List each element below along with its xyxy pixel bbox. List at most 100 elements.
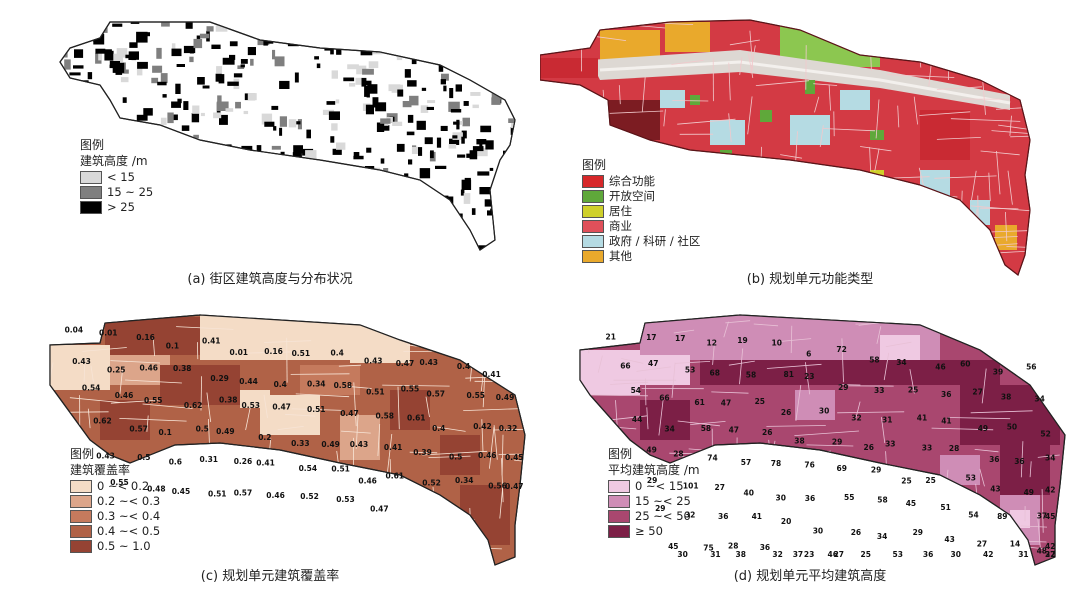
boundary-line	[887, 467, 892, 507]
unit-value-label: 23	[804, 550, 814, 559]
unit-value-label: 34	[1034, 394, 1044, 403]
boundary-line	[280, 484, 348, 491]
legend-label: ≥ 50	[635, 524, 663, 538]
unit-value-label: 0.44	[239, 377, 258, 386]
unit-value-label: 54	[631, 386, 641, 395]
building-footprint	[181, 125, 190, 131]
building-footprint	[463, 101, 469, 106]
boundary-line	[204, 523, 263, 529]
unit-value-label: 0.53	[242, 401, 261, 410]
building-footprint	[69, 72, 81, 76]
building-footprint	[68, 136, 76, 145]
unit-value-label: 30	[819, 407, 829, 416]
boundary-line	[838, 384, 861, 386]
boundary-line	[697, 498, 735, 503]
boundary-line	[728, 113, 732, 142]
boundary-line	[646, 407, 649, 430]
building-footprint	[391, 45, 402, 55]
unit-value-label: 47	[729, 426, 739, 435]
building-footprint	[188, 165, 197, 173]
boundary-line	[814, 96, 820, 113]
building-footprint	[231, 206, 237, 217]
building-footprint	[380, 23, 386, 28]
legend-label: 其他	[609, 249, 632, 263]
building-footprint	[227, 81, 239, 86]
legend-subtitle: 建筑高度 /m	[80, 154, 148, 168]
building-footprint	[418, 147, 423, 156]
legend-item: 综合功能	[582, 174, 700, 189]
boundary-line	[883, 352, 890, 381]
building-footprint	[193, 134, 199, 139]
boundary-line	[489, 426, 495, 469]
unit-value-label: 0.6	[169, 458, 182, 467]
boundary-line	[501, 458, 504, 503]
boundary-line	[805, 362, 811, 395]
building-footprint	[471, 208, 476, 215]
unit-value-label: 0.49	[496, 393, 515, 402]
building-footprint	[424, 240, 430, 250]
building-footprint	[303, 32, 311, 37]
building-footprint	[293, 145, 303, 154]
building-footprint	[489, 167, 494, 171]
building-footprint	[438, 62, 444, 72]
boundary-line	[392, 513, 458, 519]
unit-value-label: 81	[784, 370, 794, 379]
building-footprint	[166, 173, 173, 184]
unit-value-label: 45	[906, 499, 916, 508]
boundary-line	[991, 130, 1030, 136]
legend-label: > 25	[107, 200, 135, 214]
unit-value-label: 33	[874, 386, 884, 395]
caption-b: (b) 规划单元功能类型	[746, 272, 874, 287]
building-footprint	[457, 59, 461, 69]
map-a-building-height	[59, 21, 516, 251]
boundary-line	[936, 137, 981, 140]
building-footprint	[105, 132, 112, 136]
building-footprint	[409, 191, 415, 195]
coverage-units	[50, 315, 510, 545]
boundary-line	[1029, 461, 1032, 478]
building-footprint	[383, 168, 389, 178]
building-footprint	[497, 44, 506, 55]
building-footprint	[60, 198, 70, 205]
building-footprint	[460, 189, 465, 196]
building-footprint	[158, 151, 170, 160]
legend-label: 0.4 ~< 0.5	[97, 524, 161, 538]
building-footprint	[469, 150, 478, 160]
unit-value-label: 74	[707, 453, 717, 462]
unit-value-label: 0.57	[234, 489, 253, 498]
building-footprint	[328, 111, 340, 120]
building-footprint	[266, 36, 274, 44]
boundary-line	[428, 455, 471, 458]
unit-value-label: 52	[1040, 430, 1050, 439]
building-footprint	[360, 195, 370, 200]
building-footprint	[235, 196, 246, 204]
unit-value-label: 39	[993, 367, 1003, 376]
legend-item: 居住	[582, 204, 700, 219]
boundary-line	[838, 541, 874, 545]
unit-value-label: 0.29	[210, 374, 229, 383]
boundary-line	[482, 373, 486, 408]
building-footprint	[466, 153, 471, 158]
boundary-line	[641, 76, 646, 112]
caption-c: (c) 规划单元建筑覆盖率	[200, 569, 340, 584]
building-footprint	[232, 232, 242, 243]
building-footprint	[183, 45, 196, 54]
boundary-line	[905, 239, 957, 245]
legend-label: 0.3 ~< 0.4	[97, 509, 161, 523]
building-footprint	[384, 187, 395, 197]
building-footprint	[154, 168, 161, 180]
boundary-line	[703, 176, 710, 195]
legend-swatch	[582, 250, 604, 263]
unit-value-label: 46	[828, 550, 838, 559]
building-footprint	[249, 166, 255, 173]
unit-value-label: 72	[836, 345, 846, 354]
boundary-line	[1041, 489, 1044, 533]
legend-swatch	[80, 186, 102, 199]
building-footprint	[173, 165, 178, 169]
building-footprint	[64, 59, 71, 70]
unit-value-label: 0.51	[292, 349, 311, 358]
building-footprint	[407, 210, 419, 220]
building-footprint	[428, 33, 438, 38]
boundary-line	[382, 384, 450, 387]
